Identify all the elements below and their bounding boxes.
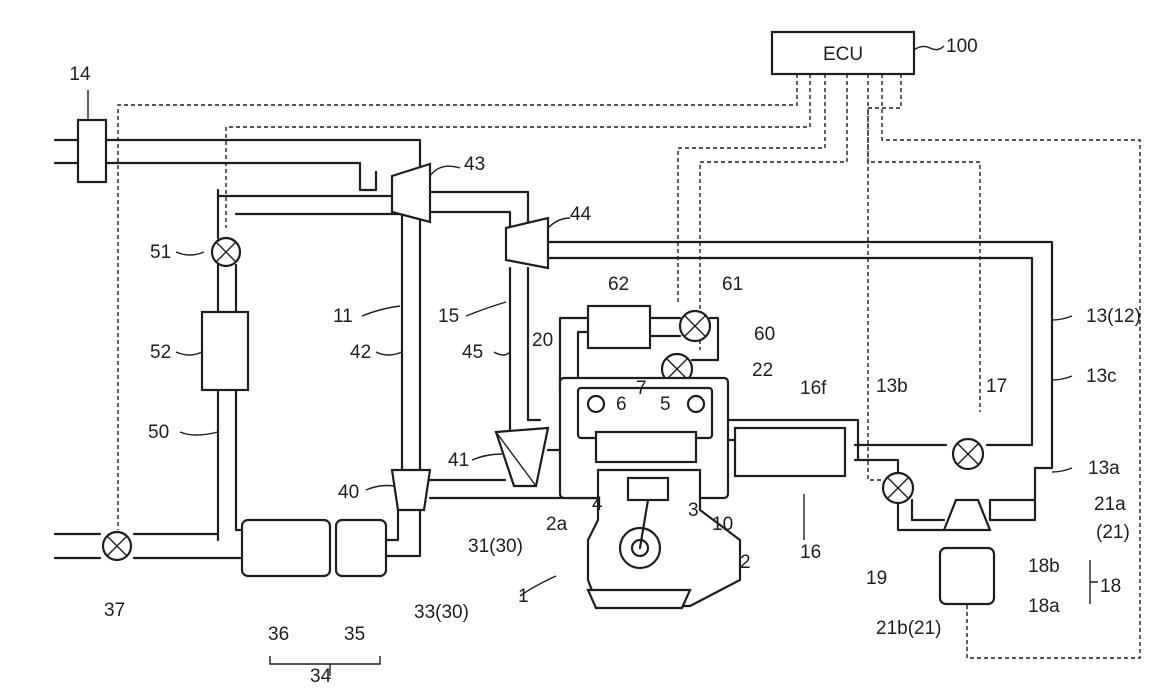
label-16f: 16f xyxy=(800,378,827,399)
label-18a: 18a xyxy=(1028,596,1060,617)
label-62: 62 xyxy=(608,274,629,295)
label-40: 40 xyxy=(338,482,359,503)
airflow-meter-14 xyxy=(76,118,108,184)
valve-22 xyxy=(660,352,694,386)
label-44: 44 xyxy=(570,204,592,225)
valve-37 xyxy=(101,530,133,562)
compressor-18b xyxy=(942,498,992,532)
label-21: (21) xyxy=(1096,522,1130,543)
egr-loop-60 xyxy=(558,316,720,392)
label-35: 35 xyxy=(344,624,365,645)
label-13b: 13b xyxy=(876,376,908,397)
engine-1 xyxy=(558,376,860,610)
egr-cooler-52 xyxy=(200,310,250,392)
turbine-41 xyxy=(494,426,550,488)
label-3: 3 xyxy=(688,500,699,521)
label-5: 5 xyxy=(660,394,671,415)
motor-18a xyxy=(938,546,996,606)
signal-lines xyxy=(117,74,1141,659)
valve-51 xyxy=(210,236,242,268)
label-13-12: 13(12) xyxy=(1086,306,1141,327)
label-52: 52 xyxy=(150,342,171,363)
label-11: 11 xyxy=(333,306,353,327)
turbine-40 xyxy=(390,468,432,512)
label-20: 20 xyxy=(532,330,553,351)
label-33-30: 33(30) xyxy=(414,602,469,623)
label-18b: 18b xyxy=(1028,556,1060,577)
intercooler-16f xyxy=(733,426,847,478)
leader-lines xyxy=(87,90,1098,676)
ecu-box xyxy=(770,30,916,76)
label-60: 60 xyxy=(754,324,775,345)
label-21a: 21a xyxy=(1094,494,1126,515)
box-62 xyxy=(586,304,652,350)
label-21b-21: 21b(21) xyxy=(876,618,942,639)
label-31-30: 31(30) xyxy=(468,536,523,557)
label-19: 19 xyxy=(866,568,887,589)
label-7: 7 xyxy=(636,378,647,399)
label-18: 18 xyxy=(1100,576,1121,597)
label-17: 17 xyxy=(986,376,1007,397)
label-61: 61 xyxy=(722,274,743,295)
catalyst-35 xyxy=(334,518,388,578)
compressor-43 xyxy=(390,162,432,224)
valve-19 xyxy=(881,471,915,505)
compressor-44 xyxy=(504,216,550,270)
label-14: 14 xyxy=(69,64,91,85)
labels: 14 43 44 51 52 50 11 42 15 45 62 61 60 2… xyxy=(69,64,1140,687)
label-1: 1 xyxy=(518,586,529,607)
ecu-leader xyxy=(913,45,945,51)
catalyst-36 xyxy=(240,518,332,578)
label-50: 50 xyxy=(148,422,169,443)
label-2a: 2a xyxy=(546,514,568,535)
label-13a: 13a xyxy=(1088,458,1120,479)
label-15: 15 xyxy=(438,306,459,327)
label-22: 22 xyxy=(752,360,773,381)
label-51: 51 xyxy=(150,242,171,263)
label-6: 6 xyxy=(616,394,627,415)
ecu-label: ECU xyxy=(823,44,863,65)
label-34: 34 xyxy=(310,666,332,687)
valve-61 xyxy=(678,309,712,343)
label-10: 10 xyxy=(712,514,733,535)
intake-pipes xyxy=(53,138,1054,542)
valve-17 xyxy=(951,437,985,471)
label-41: 41 xyxy=(448,450,469,471)
label-43: 43 xyxy=(464,154,485,175)
label-37: 37 xyxy=(104,600,125,621)
label-4: 4 xyxy=(592,494,603,515)
label-42: 42 xyxy=(350,342,371,363)
label-13c: 13c xyxy=(1086,366,1117,387)
label-16: 16 xyxy=(800,542,821,563)
label-45: 45 xyxy=(462,342,483,363)
label-36: 36 xyxy=(268,624,289,645)
ecu-ref-label: 100 xyxy=(946,36,978,57)
label-2: 2 xyxy=(740,552,751,573)
